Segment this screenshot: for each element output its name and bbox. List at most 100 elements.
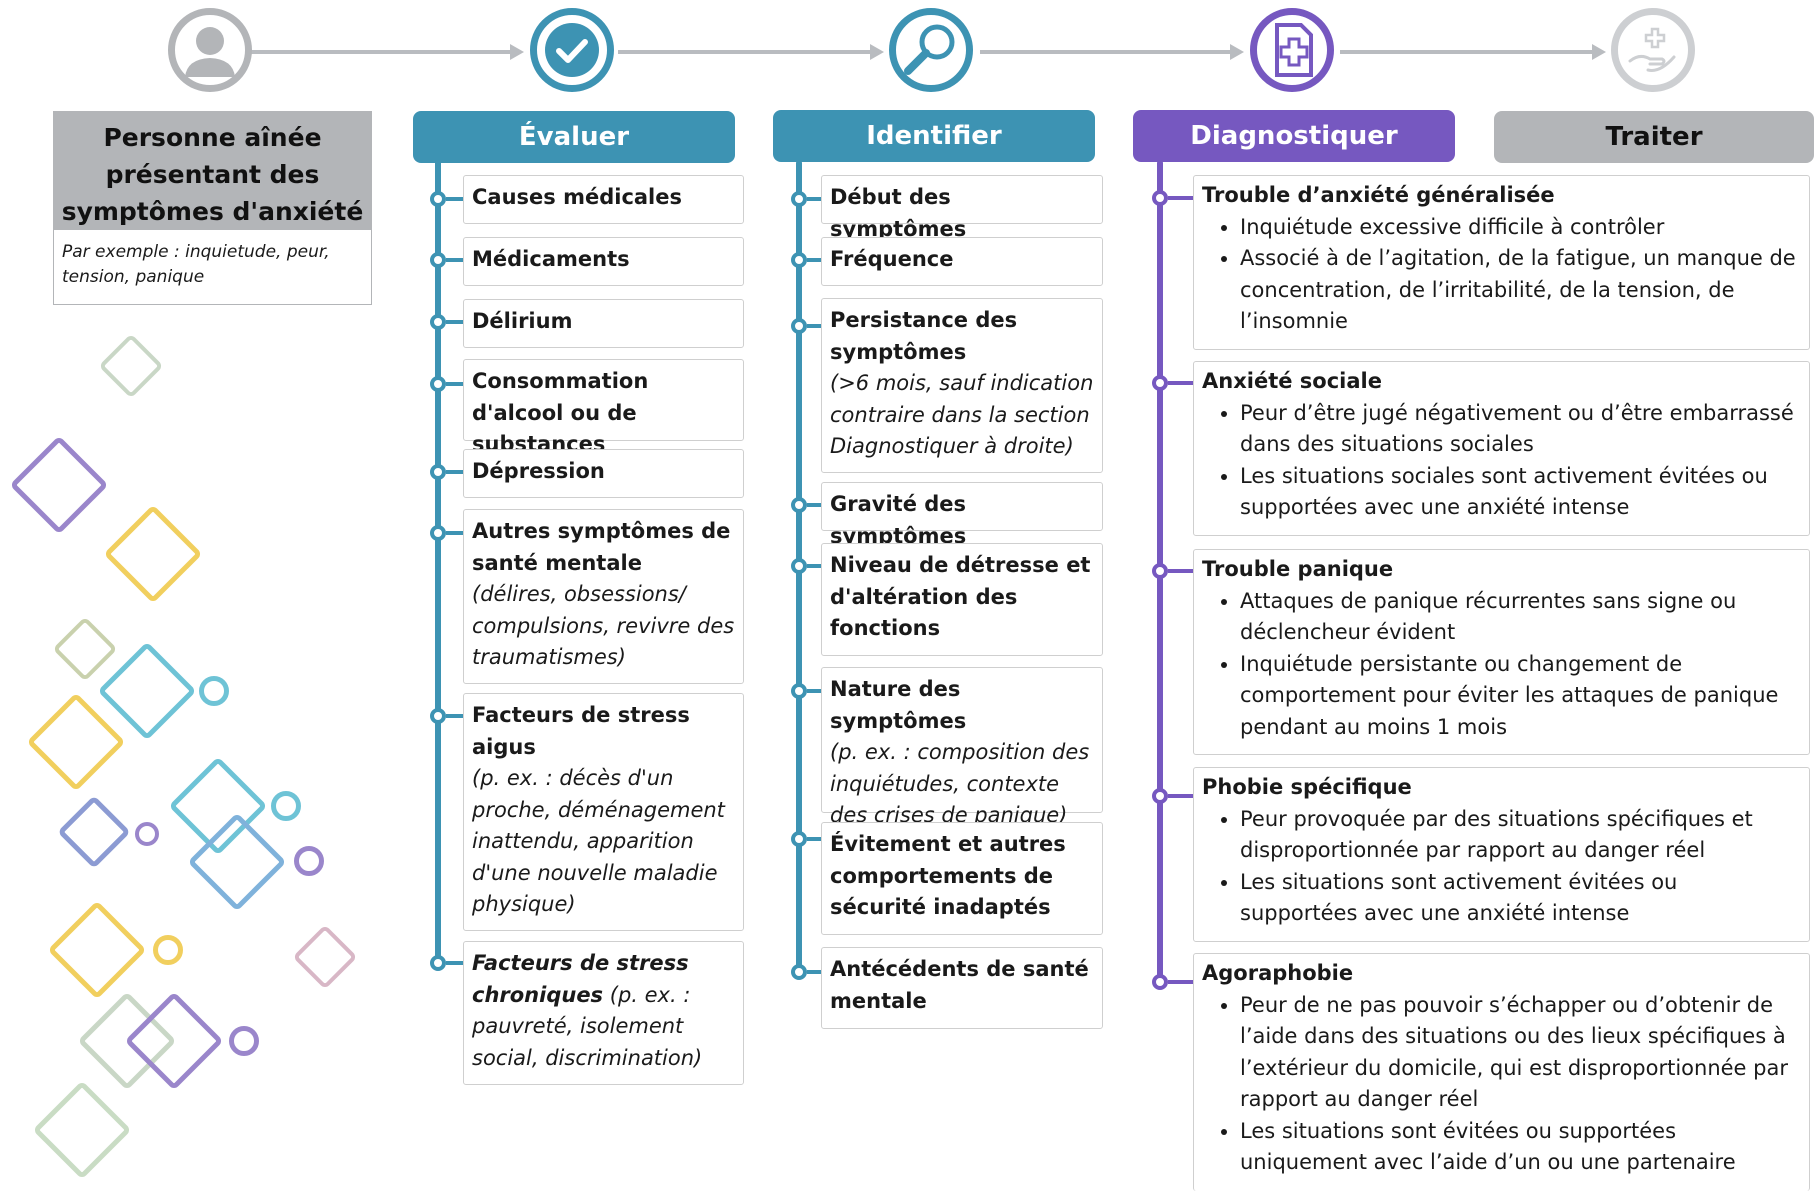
diagnosis-bullets: Inquiétude excessive difficile à contrôl… [1202,212,1801,338]
timeline-tick [807,837,822,841]
evaluer-header: Évaluer [413,111,735,163]
diagnosis-bullet: Inquiétude persistante ou changement de … [1240,649,1801,744]
decorative-diamond [26,692,126,792]
timeline-node [1152,974,1168,990]
diagnosis-card: Trouble panique Attaques de panique récu… [1193,549,1810,755]
identifier-item: Antécédents de santé mentale [821,947,1103,1029]
diagnosis-bullets: Peur d’être jugé négativement ou d’être … [1202,398,1801,524]
evaluer-timeline [435,160,441,968]
evaluer-item-label: Causes médicales [472,185,682,209]
identifier-header: Identifier [773,110,1095,162]
timeline-tick [1168,794,1193,798]
evaluer-item-label: Dépression [472,459,605,483]
decorative-diamond [52,616,118,682]
identifier-item-detail: (p. ex. : composition des inquiétudes, c… [830,740,1090,827]
evaluer-item: Dépression [463,449,744,498]
decorative-circle [294,846,324,876]
decorative-diamond [9,435,109,535]
diagnosis-title: Anxiété sociale [1202,369,1382,393]
timeline-node [430,464,446,480]
identifier-item: Nature des symptômes (p. ex. : compositi… [821,667,1103,827]
timeline-node [430,955,446,971]
timeline-tick [446,714,463,718]
timeline-tick [807,564,822,568]
person-icon [168,8,252,92]
timeline-tick [446,320,463,324]
timeline-tick [446,470,463,474]
diagnosis-title: Trouble d’anxiété généralisée [1202,183,1555,207]
traiter-header: Traiter [1494,111,1814,163]
evaluer-item: Facteurs de stress aigus (p. ex. : décès… [463,693,744,931]
decorative-circle [229,1026,259,1056]
evaluer-item-label: Médicaments [472,247,630,271]
diagnosis-bullet: Peur provoquée par des situations spécif… [1240,804,1801,867]
evaluer-item: Médicaments [463,237,744,286]
decorative-diamond [103,504,203,604]
timeline-tick [1168,381,1193,385]
diagnostiquer-header: Diagnostiquer [1133,110,1455,162]
diagnosis-bullets: Peur de ne pas pouvoir s’échapper ou d’o… [1202,990,1801,1179]
diagnosis-title: Agoraphobie [1202,961,1354,985]
diagnosis-bullet: Les situations sont évitées ou supportée… [1240,1116,1801,1179]
evaluer-item: Délirium [463,299,744,348]
diagnosis-card: Trouble d’anxiété généralisée Inquiétude… [1193,175,1810,350]
hand-care-icon [1611,8,1695,92]
evaluer-item-label: Facteurs de stress chroniques [472,951,689,1007]
timeline-tick [446,382,463,386]
timeline-node [791,191,807,207]
timeline-tick [1168,569,1193,573]
decorative-diamond [292,924,358,990]
evaluer-item-label: Délirium [472,309,573,333]
diagnosis-bullet: Associé à de l’agitation, de la fatigue,… [1240,243,1801,338]
timeline-tick [446,961,463,965]
evaluer-item-label: Consommation d'alcool ou de substances [472,369,649,456]
timeline-node [1152,563,1168,579]
diagnosis-title: Trouble panique [1202,557,1394,581]
timeline-tick [807,324,822,328]
decorative-diamond [97,641,197,741]
diagnosis-bullet: Attaques de panique récurrentes sans sig… [1240,586,1801,649]
decorative-circle [153,935,183,965]
diagnosis-title: Phobie spécifique [1202,775,1412,799]
timeline-tick [807,258,822,262]
timeline-node [791,831,807,847]
person-card-title: Personne aînée présentant des symptômes … [54,112,371,230]
person-card: Personne aînée présentant des symptômes … [53,111,372,305]
timeline-tick [1168,980,1193,984]
timeline-tick [807,689,822,693]
identifier-item-label: Fréquence [830,247,954,271]
timeline-tick [446,531,463,535]
evaluer-item-detail: (p. ex. : pauvreté, isolement social, di… [472,982,703,1070]
timeline-tick [446,197,463,201]
timeline-node [791,497,807,513]
diagnosis-card: Phobie spécifique Peur provoquée par des… [1193,767,1810,942]
timeline-node [791,252,807,268]
identifier-item-label: Nature des symptômes [830,677,967,733]
timeline-node [791,683,807,699]
person-card-example: Par exemple : inquietude, peur, tension,… [62,242,330,287]
decorative-diamond [98,333,164,399]
identifier-item: Fréquence [821,237,1103,286]
identifier-item-detail: (>6 mois, sauf indication contraire dans… [830,371,1094,458]
timeline-node [791,318,807,334]
decorative-diamond [32,1080,132,1180]
timeline-node [430,376,446,392]
decorative-diamond [47,900,147,1000]
identifier-item-label: Évitement et autres comportements de séc… [830,832,1066,919]
identifier-item: Niveau de détresse et d'altération des f… [821,543,1103,656]
identifier-item: Début des symptômes [821,175,1103,241]
decorative-circle [135,822,159,846]
evaluer-item-label: Facteurs de stress aigus [472,703,690,759]
timeline-tick [807,970,822,974]
timeline-node [1152,788,1168,804]
decorative-circle [199,676,229,706]
evaluer-item: Consommation d'alcool ou de substances [463,359,744,456]
identifier-item-label: Persistance des symptômes [830,308,1018,364]
identifier-item-label: Gravité des symptômes [830,492,967,548]
timeline-node [430,314,446,330]
evaluer-item: Facteurs de stress chroniques (p. ex. : … [463,941,744,1085]
timeline-node [430,708,446,724]
timeline-tick [1168,196,1193,200]
evaluer-item: Causes médicales [463,175,744,224]
timeline-node [1152,375,1168,391]
